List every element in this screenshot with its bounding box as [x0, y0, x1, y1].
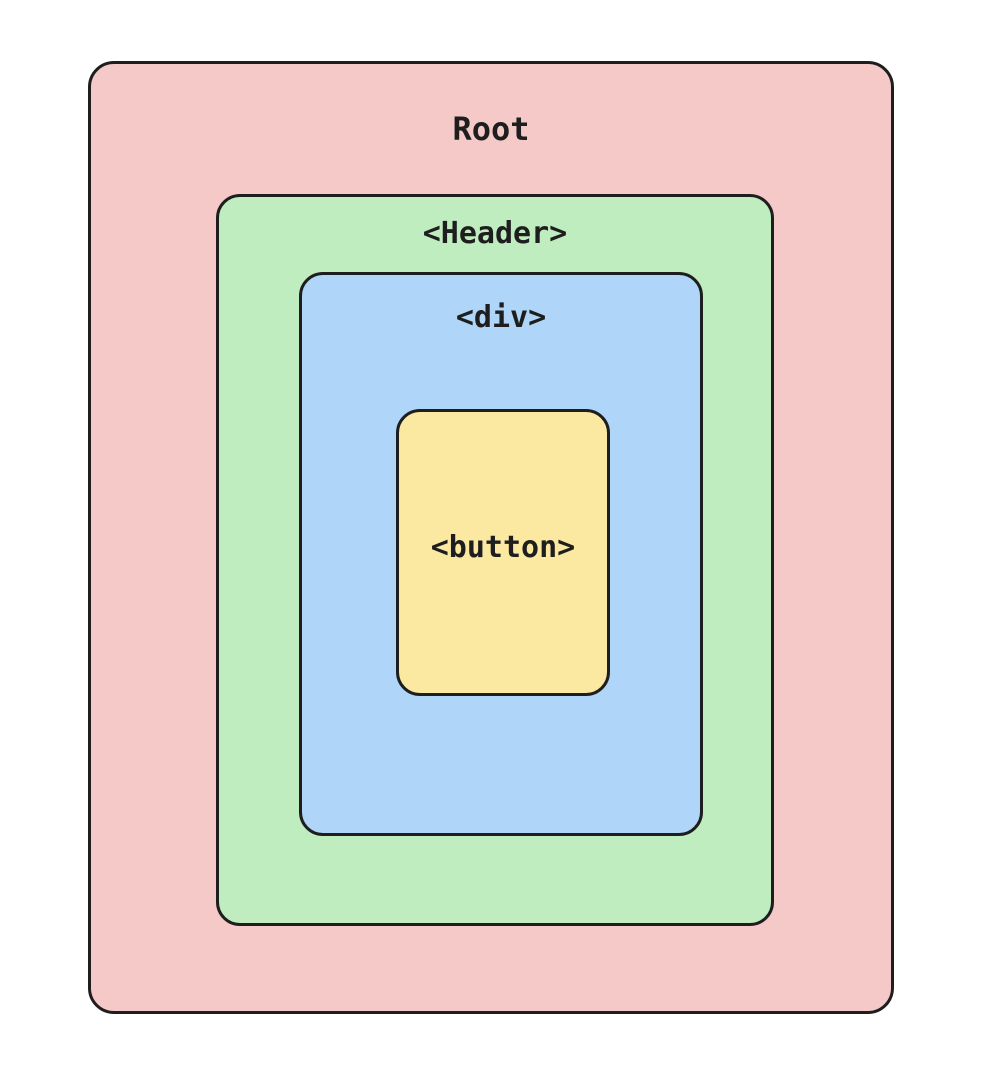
header-label: <Header> [422, 216, 568, 251]
button-box: <button> [396, 409, 610, 696]
root-label: Root [452, 110, 530, 148]
button-label: <button> [430, 530, 576, 565]
div-label: <div> [455, 300, 547, 335]
